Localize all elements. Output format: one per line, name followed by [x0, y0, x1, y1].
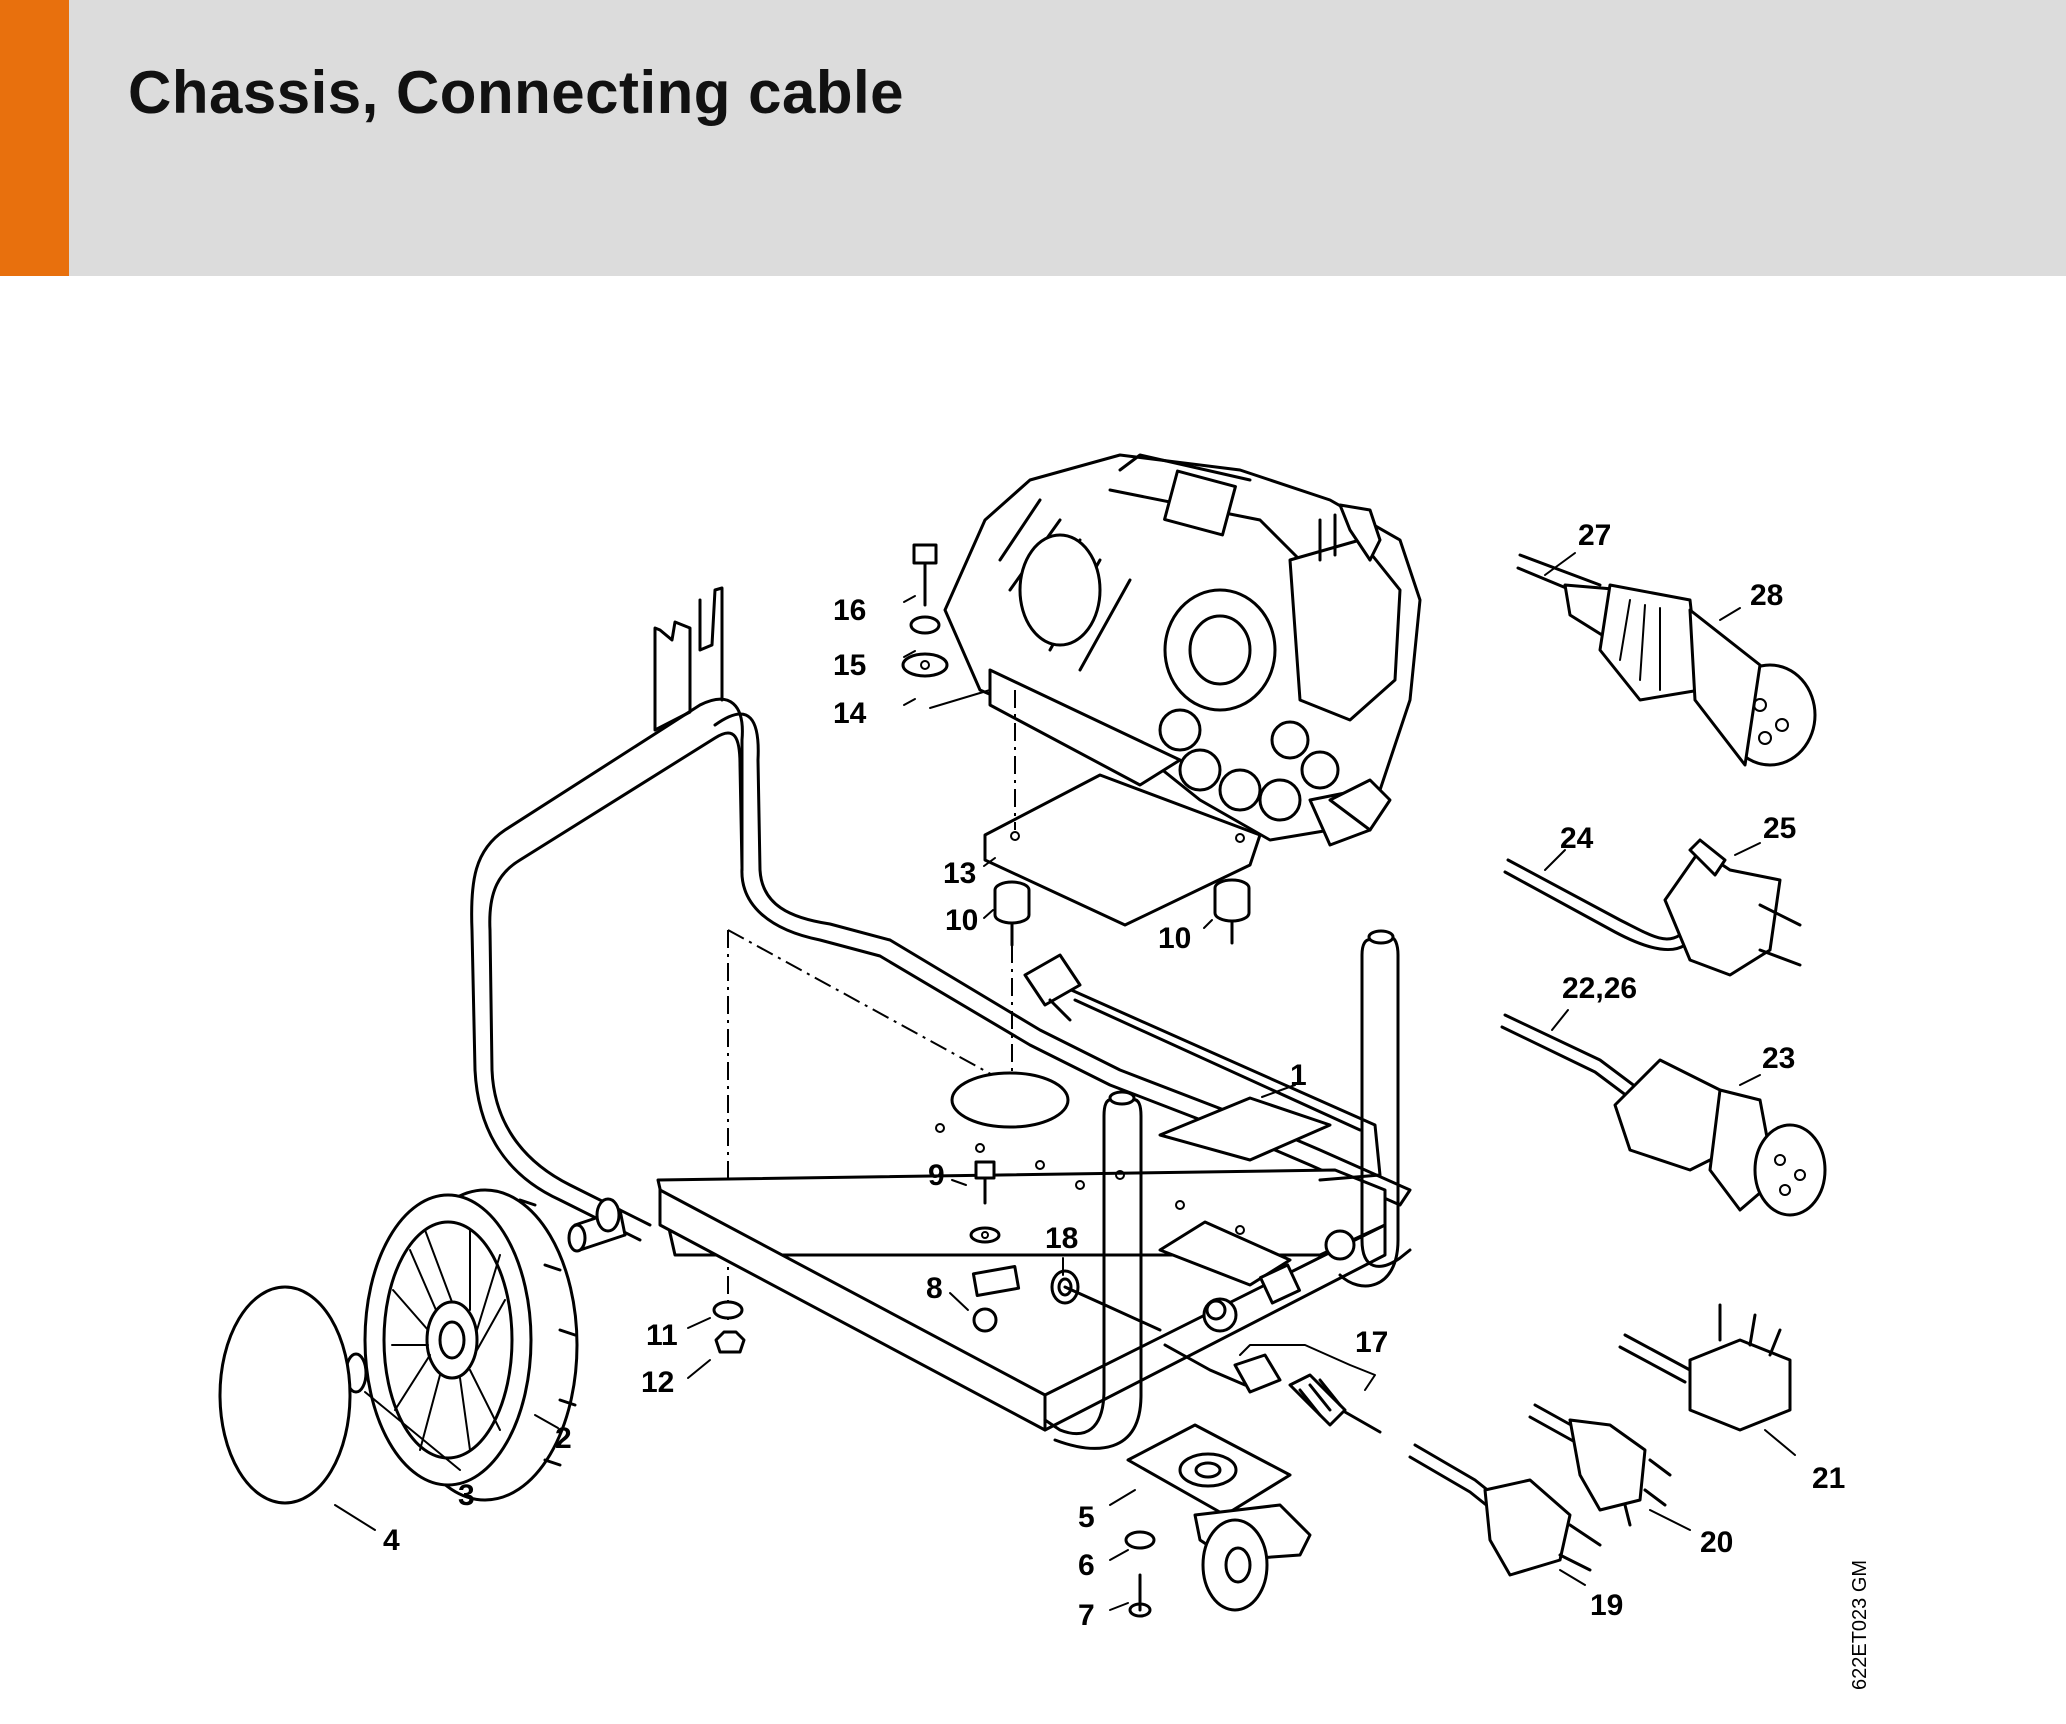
callout-6: 6 [1078, 1549, 1095, 1582]
plug-19 [1408, 1443, 1602, 1577]
drawing-code: 622ET023 GM [1849, 1560, 1871, 1690]
plug-28 [1563, 583, 1817, 767]
callout-9: 9 [928, 1159, 945, 1192]
callout-10-right: 10 [1158, 922, 1191, 955]
hubcap-4 [218, 1285, 352, 1505]
plug-21 [1618, 1303, 1792, 1432]
callout-18: 18 [1045, 1222, 1078, 1255]
callout-28: 28 [1750, 579, 1783, 612]
caster-5 [1126, 1423, 1312, 1612]
toothed-washer-8 [972, 1307, 998, 1333]
callout-7: 7 [1078, 1599, 1095, 1632]
callout-4: 4 [383, 1524, 400, 1557]
plug-23 [1613, 1058, 1827, 1217]
axle-stub [567, 1197, 627, 1253]
washer-14 [901, 652, 949, 678]
callout-16: 16 [833, 594, 866, 627]
callout-1: 1 [1290, 1059, 1307, 1092]
leader-lines [334, 552, 1796, 1611]
connecting-cable-17 [1063, 1285, 1382, 1434]
callout-20: 20 [1700, 1526, 1733, 1559]
callout-13: 13 [943, 857, 976, 890]
callout-25: 25 [1763, 812, 1796, 845]
bolt-16 [912, 543, 938, 607]
rubber-foot-10-left [993, 880, 1031, 947]
callout-5: 5 [1078, 1501, 1095, 1534]
header-accent-stripe [0, 0, 69, 276]
callout-22-26: 22,26 [1562, 972, 1637, 1005]
washer-11 [712, 1300, 744, 1320]
callout-23: 23 [1762, 1042, 1795, 1075]
plug-25 [1663, 838, 1802, 977]
wheel-2 [363, 1188, 579, 1502]
screw-7 [1128, 1573, 1152, 1618]
screw-9 [974, 1160, 996, 1205]
callout-21: 21 [1812, 1462, 1845, 1495]
mounting-plate-13 [983, 773, 1262, 927]
washer-6 [1124, 1530, 1156, 1550]
callout-24: 24 [1560, 822, 1594, 855]
cable-24 [1503, 858, 1687, 952]
callout-labels: 1 2 3 4 5 6 7 8 9 10 10 11 12 13 14 15 1… [383, 519, 1845, 1632]
callout-8: 8 [926, 1272, 943, 1305]
callout-12: 12 [641, 1366, 674, 1399]
callout-11: 11 [646, 1319, 678, 1352]
callout-15: 15 [833, 649, 866, 682]
motor-pump-unit [943, 453, 1422, 847]
callout-10-left: 10 [945, 904, 978, 937]
header-bar: Chassis, Connecting cable [0, 0, 2066, 276]
callout-17: 17 [1355, 1326, 1388, 1359]
plug-20 [1528, 1403, 1672, 1527]
callout-19: 19 [1590, 1589, 1623, 1622]
chassis-frame [470, 586, 1412, 1450]
lock-washer-15 [909, 615, 941, 635]
callout-3: 3 [458, 1479, 475, 1512]
nut-12 [714, 1330, 746, 1354]
callout-14: 14 [833, 697, 867, 730]
page-title: Chassis, Connecting cable [128, 59, 905, 126]
rubber-foot-10-right [1213, 878, 1251, 945]
callout-2: 2 [555, 1422, 572, 1455]
callout-27: 27 [1578, 519, 1611, 552]
